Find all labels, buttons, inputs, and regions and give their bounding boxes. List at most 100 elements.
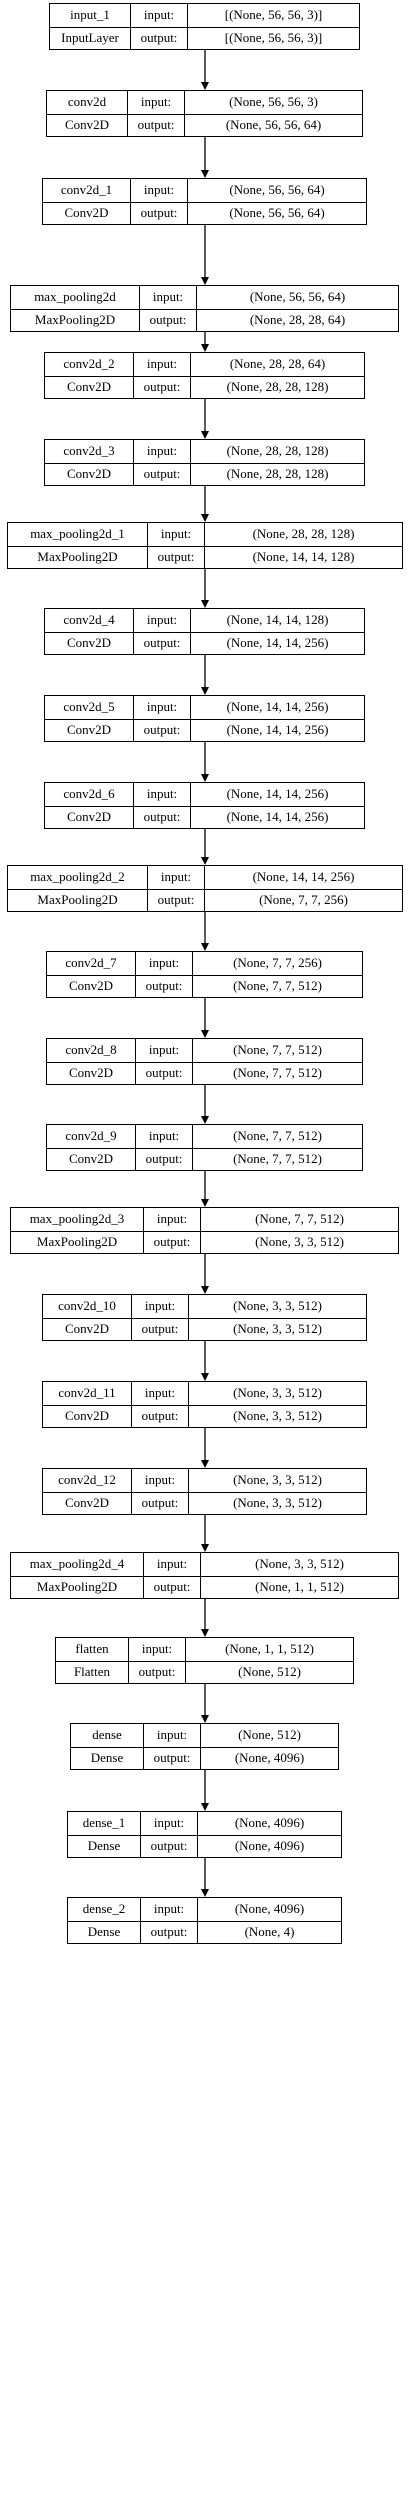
input-shape: (None, 56, 56, 64): [187, 179, 366, 202]
output-shape: (None, 28, 28, 128): [190, 376, 364, 398]
layer-type: Dense: [90, 1750, 124, 1766]
input-shape: (None, 14, 14, 256): [190, 696, 364, 719]
layer-node: max_pooling2d_1 input:(None, 28, 28, 128)…: [7, 522, 403, 569]
layer-name: max_pooling2d: [34, 289, 116, 305]
output-shape: (None, 56, 56, 64): [187, 202, 366, 224]
input-shape: (None, 7, 7, 512): [192, 1039, 362, 1062]
input-label: input:: [135, 1039, 192, 1062]
arrow-head-icon: [201, 1373, 209, 1381]
input-shape: (None, 3, 3, 512): [188, 1382, 366, 1405]
arrow-head-icon: [201, 1286, 209, 1294]
arrow-head-icon: [201, 774, 209, 782]
output-shape: (None, 7, 7, 512): [192, 1062, 362, 1084]
input-label: input:: [143, 1724, 200, 1747]
output-label: output:: [143, 1747, 200, 1769]
input-label: input:: [127, 91, 184, 114]
layer-type: Conv2D: [64, 1408, 110, 1424]
arrow-head-icon: [201, 277, 209, 285]
layer-name: conv2d_3: [63, 443, 115, 459]
layer-name: max_pooling2d_1: [30, 526, 125, 542]
layer-type: MaxPooling2D: [34, 312, 116, 328]
layer-name: conv2d_7: [65, 955, 117, 971]
input-shape: (None, 14, 14, 256): [204, 866, 402, 889]
input-shape: (None, 28, 28, 128): [190, 440, 364, 463]
layer-name: flatten: [75, 1641, 109, 1657]
output-label: output:: [131, 1405, 188, 1427]
output-shape: (None, 3, 3, 512): [188, 1492, 366, 1514]
input-label: input:: [133, 696, 190, 719]
input-shape: (None, 7, 7, 256): [192, 952, 362, 975]
input-label: input:: [130, 179, 187, 202]
input-shape: (None, 28, 28, 128): [204, 523, 402, 546]
output-shape: (None, 4): [197, 1921, 341, 1943]
output-label: output:: [140, 1921, 197, 1943]
arrow-head-icon: [201, 431, 209, 439]
output-label: output:: [147, 889, 204, 911]
output-shape: (None, 56, 56, 64): [184, 114, 362, 136]
output-label: output:: [133, 719, 190, 741]
layer-type: Conv2D: [68, 978, 114, 994]
input-shape: [(None, 56, 56, 3)]: [187, 4, 359, 27]
output-label: output:: [140, 1835, 197, 1857]
layer-type: Conv2D: [66, 635, 112, 651]
arrow-head-icon: [201, 344, 209, 352]
layer-type: MaxPooling2D: [36, 1234, 118, 1250]
output-shape: (None, 7, 7, 512): [192, 1148, 362, 1170]
layer-type: InputLayer: [61, 30, 119, 46]
input-label: input:: [133, 353, 190, 376]
layer-type: Conv2D: [64, 117, 110, 133]
input-label: input:: [139, 286, 196, 309]
layer-type: Conv2D: [66, 466, 112, 482]
input-label: input:: [131, 1382, 188, 1405]
input-label: input:: [147, 523, 204, 546]
output-shape: [(None, 56, 56, 3)]: [187, 27, 359, 49]
output-label: output:: [130, 27, 187, 49]
arrow-head-icon: [201, 1544, 209, 1552]
output-shape: (None, 28, 28, 128): [190, 463, 364, 485]
arrow-head-icon: [201, 1030, 209, 1038]
layer-type: Conv2D: [66, 379, 112, 395]
layer-type: MaxPooling2D: [37, 892, 118, 908]
input-label: input:: [133, 609, 190, 632]
output-shape: (None, 28, 28, 64): [196, 309, 398, 331]
arrow-head-icon: [201, 1715, 209, 1723]
input-shape: (None, 3, 3, 512): [188, 1469, 366, 1492]
output-shape: (None, 4096): [197, 1835, 341, 1857]
output-shape: (None, 14, 14, 128): [204, 546, 402, 568]
layer-type: Dense: [87, 1924, 121, 1940]
output-shape: (None, 3, 3, 512): [200, 1231, 398, 1253]
input-shape: (None, 1, 1, 512): [185, 1638, 353, 1661]
arrow-head-icon: [201, 943, 209, 951]
layer-name: conv2d_2: [63, 356, 115, 372]
output-label: output:: [131, 1492, 188, 1514]
input-label: input:: [133, 783, 190, 806]
input-shape: (None, 512): [200, 1724, 338, 1747]
